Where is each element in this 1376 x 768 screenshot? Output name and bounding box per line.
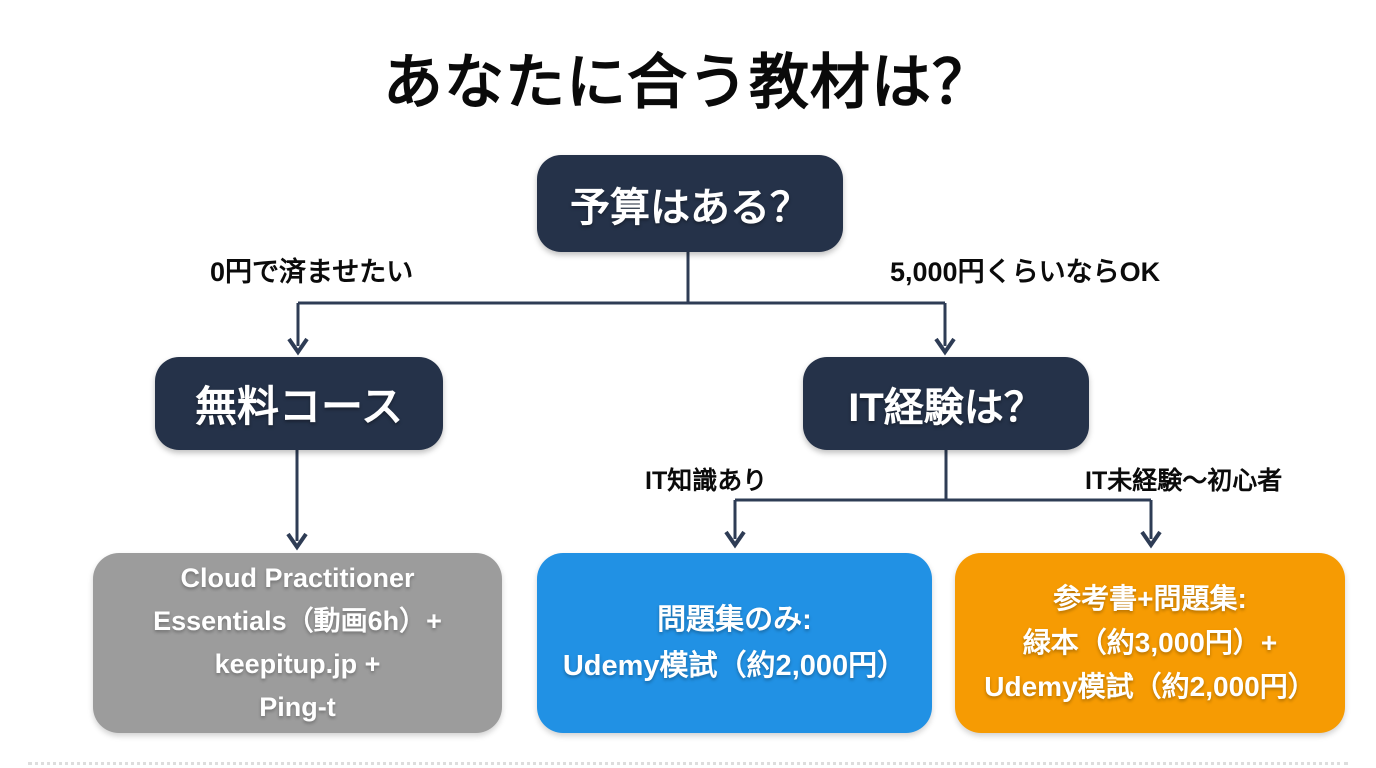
arrowhead-to-it [934, 337, 956, 356]
arrowhead-to-free [287, 337, 309, 356]
result-line: Cloud Practitioner [180, 563, 415, 593]
result-line: 緑本（約3,000円）+ [1022, 627, 1278, 658]
result-line: keepitup.jp + [214, 649, 381, 679]
node-free-course: 無料コース [155, 357, 443, 450]
node-it-experience-question: IT経験は？ [803, 357, 1089, 450]
result-line: 問題集のみ: [657, 604, 812, 636]
node-budget-question: 予算はある？ [537, 155, 843, 252]
arrowhead-to-gray [286, 532, 308, 551]
branch-label-5000-yen: 5,000円くらいならOK [890, 257, 1161, 287]
result-line: Udemy模試（約2,000円） [562, 650, 907, 682]
node-budget-label: 予算はある？ [570, 185, 810, 230]
node-free-label: 無料コース [195, 383, 403, 430]
result-free-course: Cloud Practitioner Essentials（動画6h）+ kee… [93, 553, 502, 733]
arrowhead-to-orange [1140, 530, 1162, 549]
result-line: Udemy模試（約2,000円） [984, 671, 1316, 702]
result-line: Ping-t [259, 692, 336, 722]
result-book-plus-exam: 参考書+問題集: 緑本（約3,000円）+ Udemy模試（約2,000円） [955, 553, 1345, 733]
result-line: 参考書+問題集: [1053, 583, 1247, 614]
branch-label-it-beginner: IT未経験〜初心者 [1085, 467, 1283, 495]
result-line: Essentials（動画6h）+ [153, 606, 442, 636]
node-it-label: IT経験は？ [848, 385, 1044, 430]
bottom-dotted-divider [28, 762, 1348, 765]
branch-label-it-knowledge: IT知識あり [645, 467, 768, 495]
arrowhead-to-blue [724, 530, 746, 549]
page-title: あなたに合う教材は？ [383, 49, 993, 116]
branch-label-zero-yen: 0円で済ませたい [210, 257, 414, 287]
result-exam-only: 問題集のみ: Udemy模試（約2,000円） [537, 553, 932, 733]
